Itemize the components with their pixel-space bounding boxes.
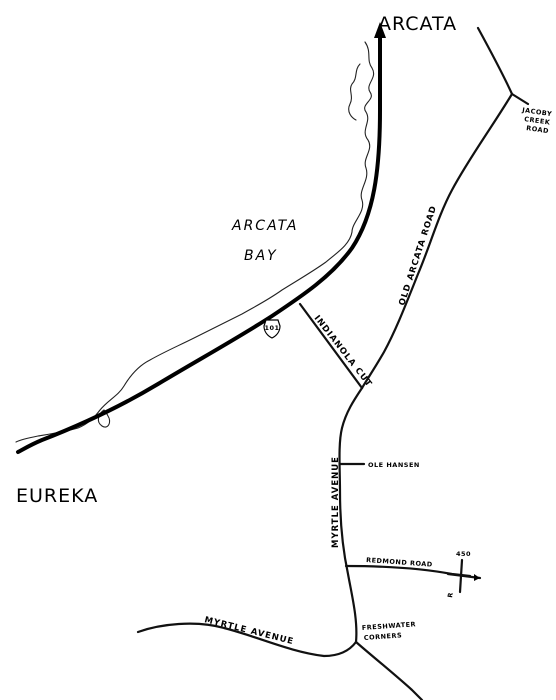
arcata-label: ARCATA (378, 13, 457, 35)
old-arcata-road-label: OLD ARCATA ROAD (397, 204, 439, 307)
indianola-cut (298, 302, 364, 390)
freshwater-label-line2: CORNERS (364, 631, 403, 642)
myrtle-avenue-main (338, 386, 364, 644)
bay-shoreline (15, 41, 375, 443)
marker-arrow-icon (474, 574, 480, 581)
jacoby-label-line3: ROAD (526, 124, 550, 135)
highway-shield-label: 101 (264, 324, 279, 332)
bay-label-line2: BAY (244, 248, 278, 264)
road-arcata-northeast (476, 26, 514, 96)
freshwater-label-line1: FRESHWATER (362, 620, 417, 632)
highway-101 (16, 34, 382, 454)
eureka-label: EUREKA (16, 485, 98, 507)
myrtle-avenue-south-label: MYRTLE AVENUE (203, 615, 295, 647)
myrtle-avenue-west (136, 622, 358, 658)
north-arrow-icon (374, 22, 386, 38)
indianola-cut-label: INDIANOLA CUT (312, 314, 374, 390)
bay-shoreline-marsh (348, 63, 361, 121)
jacoby-creek-road (510, 92, 530, 106)
road-southeast (354, 640, 424, 700)
old-arcata-road (360, 92, 514, 390)
jacoby-label-line2: CREEK (524, 115, 552, 127)
myrtle-avenue-north-label: MYRTLE AVENUE (331, 456, 341, 548)
bay-label-line1: ARCATA (231, 218, 298, 234)
ole-hansen-label: OLE HANSEN (368, 461, 420, 469)
elevation-label: 450 (456, 550, 471, 558)
highway-101-shield: 101 (263, 319, 281, 339)
compass-letter: R (446, 592, 455, 599)
elevation-marker: 450 R (446, 550, 482, 599)
